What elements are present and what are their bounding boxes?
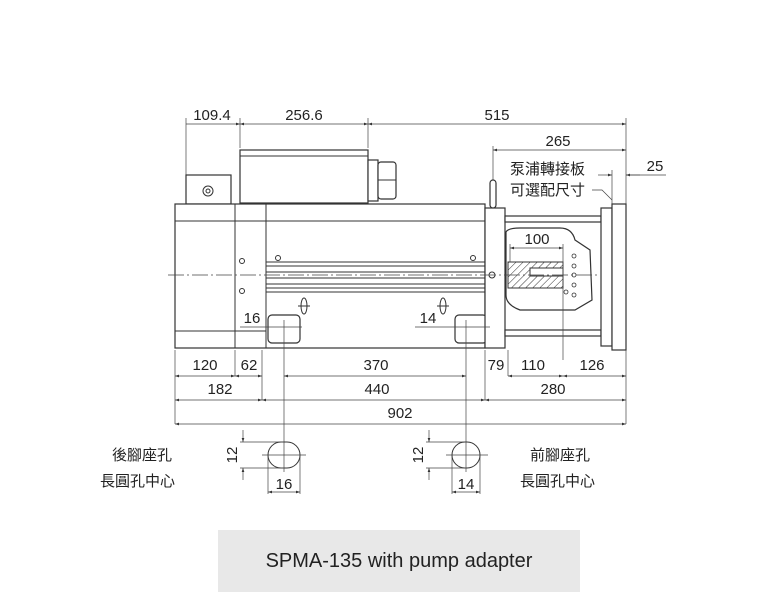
bottom-dimensions: 120 62 370 79 110 126 182 440 280 902 bbox=[174, 350, 627, 426]
dim-515: 515 bbox=[484, 107, 509, 124]
front-slot-detail: 12 14 前腳座孔 長圓孔中心 bbox=[410, 430, 595, 494]
rear-foot-label: 後腳座孔 bbox=[112, 447, 172, 464]
dim-280: 280 bbox=[540, 381, 565, 398]
rear-slot-width: 16 bbox=[276, 476, 293, 493]
dim-182: 182 bbox=[207, 381, 232, 398]
rear-slot-16: 16 bbox=[244, 310, 261, 327]
adapter-plate bbox=[600, 207, 613, 347]
front-slot-width: 14 bbox=[458, 476, 475, 493]
lifting-handle bbox=[489, 179, 497, 209]
terminal-box bbox=[239, 149, 369, 204]
dim-265: 265 bbox=[545, 133, 570, 150]
top-dimensions: 109.4 256.6 515 265 25 泵浦轉接板 可選配尺寸 bbox=[185, 107, 666, 204]
dim-120: 120 bbox=[192, 357, 217, 374]
rear-slot-detail: 12 16 後腳座孔 長圓孔中心 bbox=[100, 430, 306, 494]
adapter-label-2: 可選配尺寸 bbox=[510, 182, 585, 199]
dim-109-4: 109.4 bbox=[193, 107, 231, 124]
adapter-label-1: 泵浦轉接板 bbox=[510, 160, 585, 178]
dim-126: 126 bbox=[579, 357, 604, 374]
front-foot-label: 前腳座孔 bbox=[530, 447, 590, 464]
caption: SPMA-135 with pump adapter bbox=[218, 530, 580, 592]
dim-79: 79 bbox=[488, 357, 505, 374]
front-slot-height: 12 bbox=[410, 447, 427, 464]
front-slot-14: 14 bbox=[420, 310, 437, 327]
rear-slot-height: 12 bbox=[224, 447, 241, 464]
dim-110: 110 bbox=[521, 357, 545, 374]
dim-100: 100 bbox=[524, 231, 549, 248]
rear-foot-sublabel: 長圓孔中心 bbox=[100, 473, 175, 490]
dim-256-6: 256.6 bbox=[285, 107, 323, 124]
front-foot-sublabel: 長圓孔中心 bbox=[520, 473, 595, 490]
end-plate bbox=[611, 203, 627, 351]
front-foot bbox=[454, 314, 488, 344]
dim-902: 902 bbox=[387, 405, 412, 422]
dim-62: 62 bbox=[241, 357, 258, 374]
dim-370: 370 bbox=[363, 357, 388, 374]
dim-25: 25 bbox=[647, 158, 664, 175]
motor-housing bbox=[174, 203, 486, 349]
dim-440: 440 bbox=[364, 381, 389, 398]
